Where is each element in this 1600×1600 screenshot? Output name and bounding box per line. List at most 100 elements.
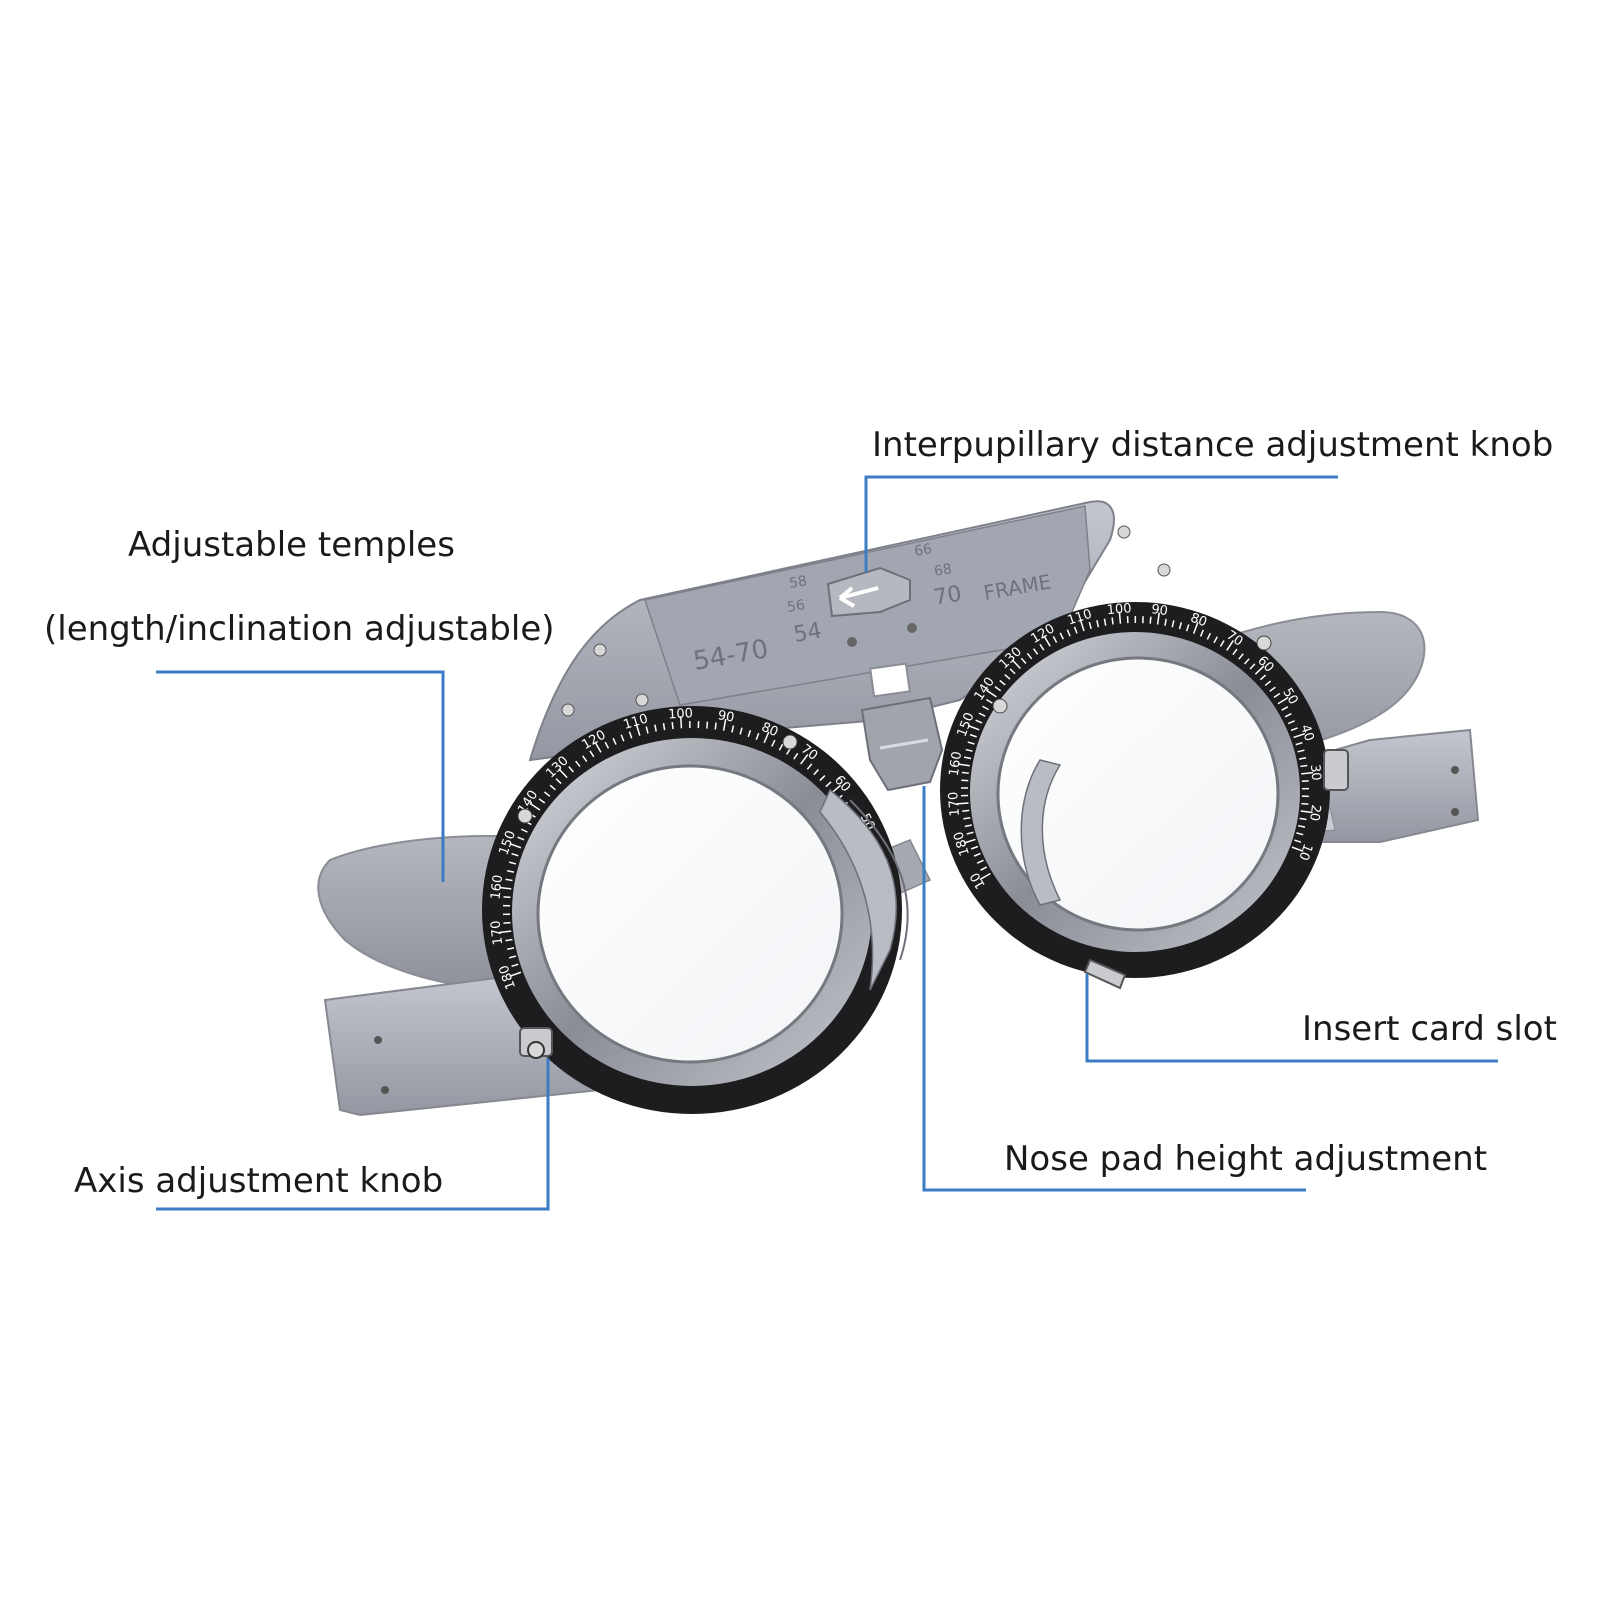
axis-tick-left [509, 842, 522, 849]
axis-tick-right [978, 712, 986, 717]
axis-tick-right [965, 748, 973, 752]
axis-tick-right [1297, 824, 1306, 828]
axis-tick-right [957, 763, 970, 767]
axis-tick-left [679, 716, 683, 729]
axis-label-left: 170 [488, 920, 506, 946]
axis-tick-left [555, 778, 562, 785]
axis-tick-right [980, 866, 988, 871]
axis-tick-right [1011, 659, 1021, 670]
leader-line-nose-pad [922, 786, 1306, 1192]
axis-tick-left [612, 737, 617, 745]
axis-tick-right [1004, 674, 1011, 680]
nose-pad[interactable] [860, 662, 944, 792]
axis-tick-left [645, 726, 649, 734]
axis-tick-left [620, 734, 625, 742]
axis-tick-left [568, 766, 574, 773]
axis-tick-left [654, 724, 657, 732]
axis-tick-right [963, 756, 972, 760]
axis-tick-right [1178, 622, 1183, 630]
axis-label-right: 180 [951, 830, 973, 858]
axis-tick-left [517, 836, 525, 841]
leader-line-temples [156, 670, 445, 882]
axis-tick-right [975, 719, 983, 724]
axis-tick-right [985, 698, 993, 704]
axis-label-right: 10 [968, 870, 989, 892]
axis-knob[interactable] [519, 1027, 553, 1059]
axis-tick-right [1009, 668, 1016, 675]
axis-tick-left [538, 798, 546, 804]
axis-tick-left [806, 763, 813, 770]
axis-label-left: 100 [668, 706, 694, 722]
ipd-knob[interactable] [826, 566, 911, 618]
axis-tick-right [1073, 626, 1078, 634]
axis-tick-right [1287, 720, 1295, 725]
axis-tick-right [1226, 640, 1234, 651]
axis-tick-right [1219, 640, 1225, 647]
axis-tick-right [1232, 648, 1238, 656]
axis-tick-right [1249, 663, 1256, 670]
axis-tick-left [509, 971, 522, 978]
axis-tick-right [1294, 839, 1302, 843]
axis-tick-right [1079, 619, 1085, 632]
axis-label-right: 80 [1188, 611, 1209, 631]
axis-tick-right [1039, 643, 1045, 651]
axis-tick-left [499, 886, 512, 890]
axis-tick-left [747, 730, 752, 738]
axis-tick-left [662, 723, 666, 731]
axis-tick-left [755, 732, 760, 740]
axis-tick-left [549, 784, 556, 791]
leader-line-ipd [864, 475, 1338, 572]
label-insert-card-slot: Insert card slot [1302, 1009, 1557, 1049]
axis-tick-right [1290, 727, 1298, 732]
axis-tick-left [520, 828, 528, 833]
axis-tick-left [529, 802, 541, 811]
axis-label-right: 30 [1307, 764, 1324, 782]
axis-label-right: 10 [1295, 842, 1315, 863]
axis-tick-right [979, 872, 991, 881]
eyepiece-left: 1801701601501401301201101009080706050403… [482, 706, 909, 1114]
axis-tick-right [963, 816, 971, 820]
axis-tick-right [1171, 620, 1175, 628]
axis-label-right: 40 [1297, 723, 1316, 743]
axis-tick-left [706, 721, 709, 729]
axis-tick-right [1300, 764, 1308, 768]
axis-tick-right [1192, 622, 1199, 634]
axis-tick-right [1299, 817, 1307, 821]
axis-tick-left [813, 769, 820, 776]
axis-tick-left [575, 760, 581, 768]
axis-tick-left [604, 741, 610, 749]
axis-tick-right [1213, 636, 1218, 644]
axis-tick-left [505, 878, 513, 882]
axis-tick-left [543, 791, 551, 797]
axis-tick-right [1273, 692, 1281, 699]
axis-tick-right [1206, 632, 1212, 640]
insert-card-slot[interactable] [1083, 958, 1127, 990]
axis-tick-right [1243, 658, 1250, 665]
axis-tick-right [1264, 680, 1272, 686]
leader-line-card-slot [1085, 974, 1498, 1063]
axis-tick-right [1301, 771, 1314, 775]
axis-label-right: 170 [946, 791, 963, 817]
axis-tick-left [793, 752, 799, 760]
axis-tick-right [1096, 620, 1100, 628]
axis-tick-left [778, 743, 784, 751]
axis-tick-right [1284, 713, 1292, 718]
axis-tick-right [1149, 616, 1152, 624]
axis-tick-left [825, 781, 832, 788]
axis-tick-right [956, 802, 969, 805]
axis-label-left: 80 [759, 720, 780, 740]
axis-tick-left [511, 852, 519, 857]
leader-lines [156, 475, 1498, 1211]
axis-label-right: 100 [1106, 601, 1132, 618]
axis-label-left: 110 [622, 711, 650, 732]
axis-tick-left [671, 721, 674, 730]
axis-tick-right [994, 686, 1002, 692]
axis-tick-right [1297, 749, 1305, 753]
axis-tick-right [1066, 629, 1071, 637]
axis-tick-left [739, 727, 743, 735]
axis-tick-right [985, 689, 997, 698]
label-axis-knob: Axis adjustment knob [74, 1161, 444, 1201]
axis-tick-right [1032, 648, 1039, 655]
